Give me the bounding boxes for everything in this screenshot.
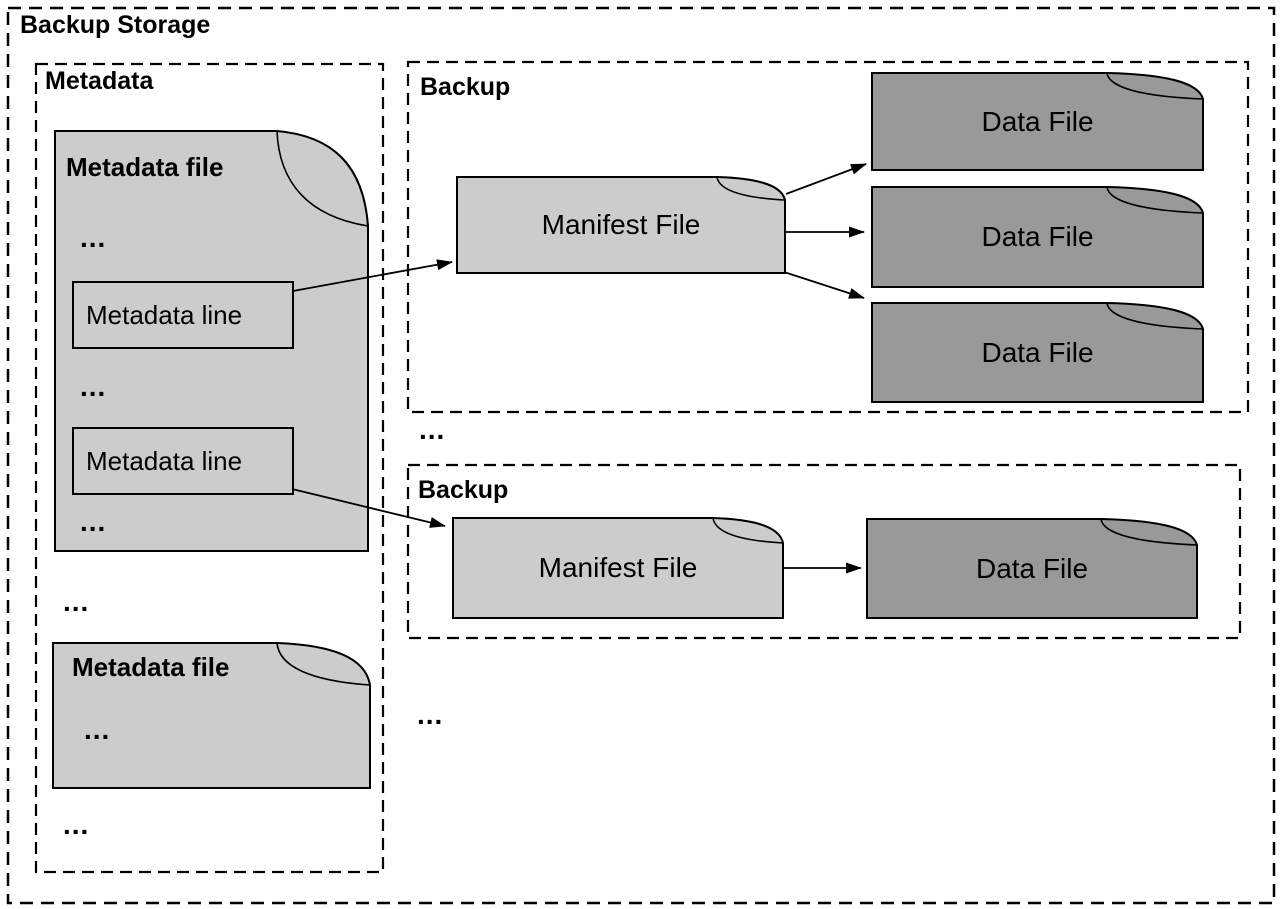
data-file-1-fold	[1106, 72, 1204, 100]
data-file-1-label: Data File	[981, 105, 1094, 137]
backup-storage-border	[6, 6, 1276, 905]
metadata-line-1-label: Metadata line	[86, 299, 243, 330]
metadata-file-2-shape	[52, 642, 371, 789]
backups-ellipsis-between: ...	[419, 414, 446, 445]
data-file-3-shape	[871, 302, 1204, 403]
metadata-section-border	[34, 62, 385, 874]
backup-2-border	[406, 463, 1242, 640]
backup-1-border	[406, 60, 1250, 414]
arrow-metadata-line-1-to-manifest-1	[292, 259, 453, 292]
data-file-1-shape	[871, 72, 1204, 171]
metadata-ellipsis-between: ...	[63, 586, 90, 617]
metadata-file-1-fold	[276, 130, 369, 227]
manifest-file-2-fold	[712, 517, 784, 544]
manifest-file-2-label: Manifest File	[538, 552, 698, 583]
arrow-manifest-1-to-data-file-3	[783, 271, 865, 299]
data-file-4-fold	[1100, 518, 1198, 546]
data-file-3-fold	[1106, 302, 1204, 330]
data-file-2-shape	[871, 186, 1204, 288]
metadata-line-2-label: Metadata line	[86, 445, 243, 476]
arrow-manifest-1-to-data-file-1	[785, 163, 867, 195]
metadata-ellipsis-after: ...	[63, 809, 90, 840]
metadata-file-1-title: Metadata file	[66, 152, 224, 182]
data-file-3-label: Data File	[981, 336, 1094, 368]
data-file-2-label: Data File	[981, 221, 1094, 252]
manifest-file-1-fold	[716, 176, 786, 201]
manifest-file-1-shape	[456, 176, 786, 274]
metadata-file-2-fold	[276, 642, 371, 686]
arrow-metadata-line-2-to-manifest-2	[291, 488, 446, 528]
metadata-line-1-box	[72, 281, 294, 349]
metadata-line-2-box	[72, 427, 294, 495]
metadata-file-1-ellipsis-3: ...	[80, 506, 107, 537]
backup-1-label: Backup	[420, 73, 511, 101]
backups-ellipsis-after: ...	[417, 699, 444, 730]
metadata-file-2-ellipsis: ...	[84, 714, 111, 745]
metadata-file-1-ellipsis-1: ...	[80, 222, 107, 253]
data-file-2-fold	[1106, 186, 1204, 214]
metadata-file-2-title: Metadata file	[72, 652, 230, 682]
backup-storage-label: Backup Storage	[20, 11, 211, 39]
data-file-4-label: Data File	[975, 552, 1089, 584]
data-file-4-shape	[866, 518, 1198, 619]
backup-2-label: Backup	[418, 476, 509, 504]
metadata-file-1-ellipsis-2: ...	[80, 371, 107, 402]
manifest-file-1-label: Manifest File	[541, 209, 701, 240]
metadata-section-label: Metadata	[45, 67, 154, 95]
